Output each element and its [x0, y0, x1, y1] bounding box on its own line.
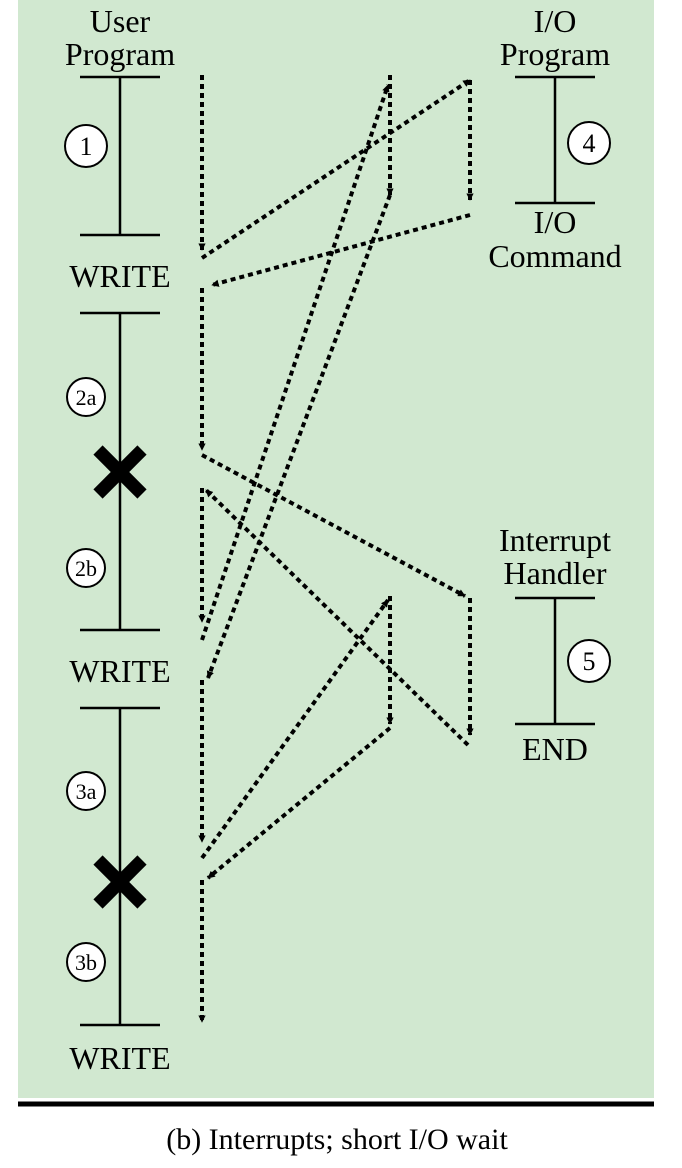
svg-text:2b: 2b: [75, 556, 97, 581]
interrupt-mark-1-icon: [93, 445, 147, 499]
interrupt-handler-header-line1: Interrupt: [499, 522, 611, 558]
user-program-header-line1: User: [90, 3, 151, 39]
segment-1-marker: 1: [64, 124, 108, 168]
interrupt-handler-timeline: [515, 596, 595, 726]
svg-text:2a: 2a: [76, 385, 97, 410]
segment-4-marker: 4: [567, 121, 611, 165]
diagram-caption: (b) Interrupts; short I/O wait: [166, 1123, 508, 1156]
user-program-timeline: [80, 75, 160, 1027]
segment-2b-marker: 2b: [66, 548, 106, 588]
io-command-label-line1: I/O: [534, 204, 577, 240]
write-label-1: WRITE: [69, 258, 170, 294]
end-label: END: [522, 731, 588, 767]
interrupt-mark-2-icon: [93, 855, 147, 909]
user-program-header-line2: Program: [65, 36, 175, 72]
svg-text:5: 5: [583, 647, 596, 676]
io-program-header-line2: Program: [500, 36, 610, 72]
io-program-timeline: [515, 75, 595, 205]
write-label-3: WRITE: [69, 1040, 170, 1076]
io-command-label-line2: Command: [488, 238, 621, 274]
svg-text:1: 1: [80, 132, 93, 161]
svg-text:3b: 3b: [75, 950, 97, 975]
segment-3b-marker: 3b: [66, 942, 106, 982]
execution-flow-arrows: [198, 75, 474, 1023]
segment-3a-marker: 3a: [66, 771, 106, 811]
segment-5-marker: 5: [567, 639, 611, 683]
svg-text:3a: 3a: [76, 779, 97, 804]
svg-text:4: 4: [583, 129, 596, 158]
write-label-2: WRITE: [69, 653, 170, 689]
interrupt-handler-header-line2: Handler: [503, 555, 606, 591]
segment-2a-marker: 2a: [66, 377, 106, 417]
panel-background: [18, 0, 654, 1098]
io-program-header-line1: I/O: [534, 3, 577, 39]
